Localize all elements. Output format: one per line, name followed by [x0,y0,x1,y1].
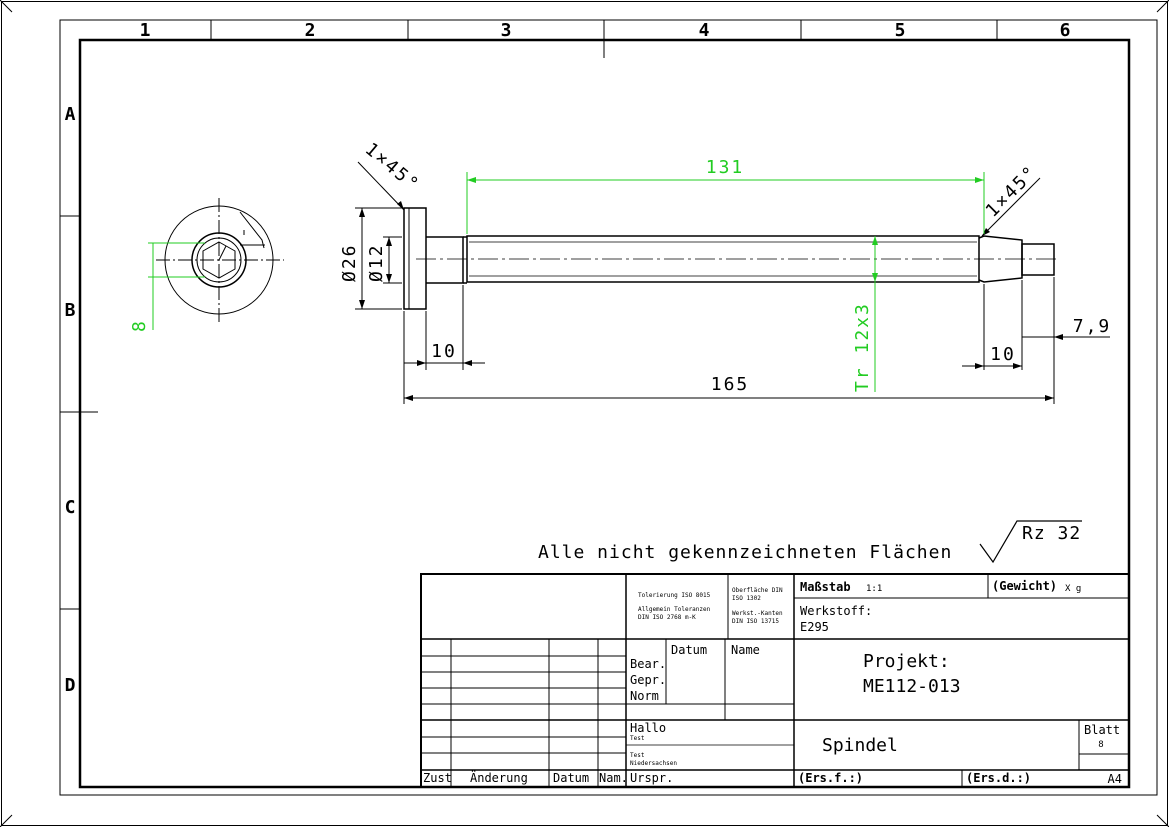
row-label-b: B [65,300,76,321]
edge-std-line-1: Werkst.-Kanten [732,610,783,617]
project-number: ME112-013 [863,676,961,697]
surface-std-line-2: ISO 1302 [732,595,761,602]
green-arrowheads [467,177,984,282]
zust-label: Zust [423,771,452,785]
left-chamfer-label: 1×45° [361,139,424,196]
weight-value: X g [1065,584,1081,594]
tolerance-line-3: DIN ISO 2768 m-K [638,614,696,621]
material-label: Werkstoff: [800,604,872,618]
tolerance-line-2: Allgemein Toleranzen [638,606,711,613]
large-diameter-label: Ø26 [339,243,360,282]
project-label: Projekt: [863,651,950,672]
row-label-a: A [65,104,76,125]
company-name: Hallo [630,721,666,735]
thread-length-label: 131 [706,157,745,178]
part-name: Spindel [822,735,898,756]
scale-label: Maßstab [800,580,851,594]
green-dimensions [466,172,985,392]
surface-note: Alle nicht gekennzeichneten Flächen [538,542,952,563]
zone-labels: 1 2 3 4 5 6 A B C D [65,20,1071,696]
black-arrowheads [359,201,1063,401]
surface-roughness-symbol [979,520,1082,564]
sheet-number: 8 [1098,740,1103,750]
norm-label: Norm [630,689,659,703]
row-label-d: D [65,675,76,696]
datum-label: Datum [553,771,589,785]
company-line-3: Test [630,752,645,759]
date-header: Datum [671,643,707,657]
total-length-label: 165 [711,374,750,395]
title-block [420,573,1130,788]
col-label-5: 5 [895,20,906,41]
ers-d-label: (Ers.d.:) [966,771,1031,785]
name-header: Name [731,643,760,657]
left-shoulder-label: 10 [431,341,457,362]
gepr-label: Gepr. [630,673,666,687]
right-shoulder-label: 10 [990,344,1016,365]
urspr-label: Urspr. [630,771,673,785]
tolerance-line-1: Tolerierung ISO 8015 [638,592,711,599]
thread-spec-label: Tr 12x3 [852,302,873,392]
scale-value: 1:1 [866,584,882,594]
weight-label: (Gewicht) [992,579,1057,593]
end-view [156,198,284,322]
col-label-6: 6 [1060,20,1071,41]
bear-label: Bear. [630,657,666,671]
col-label-3: 3 [501,20,512,41]
edge-std-line-2: DIN ISO 13715 [732,618,779,625]
col-label-4: 4 [699,20,710,41]
ers-f-label: (Ers.f.:) [798,771,863,785]
spindle-side-view [403,207,1060,310]
format-label: A4 [1108,772,1122,786]
small-diameter-label: Ø12 [366,243,387,282]
col-label-1: 1 [140,20,151,41]
black-dimensions [355,161,1110,404]
row-label-c: C [65,497,76,518]
right-chamfer-label: 1×45° [982,161,1042,221]
nam-label: Nam. [599,771,628,785]
roughness-value: Rz 32 [1022,523,1081,544]
company-sub: Test [630,735,645,742]
surface-std-line-1: Oberfläche DIN [732,587,783,594]
hex-size-label: 8 [129,319,150,332]
company-line-4: Niedersachsen [630,760,677,767]
right-offset-label: 7,9 [1073,316,1112,337]
col-label-2: 2 [305,20,316,41]
hex-dimension [148,242,205,330]
sheet-label: Blatt [1084,723,1120,737]
material-value: E295 [800,620,829,634]
aenderung-label: Änderung [470,770,528,785]
